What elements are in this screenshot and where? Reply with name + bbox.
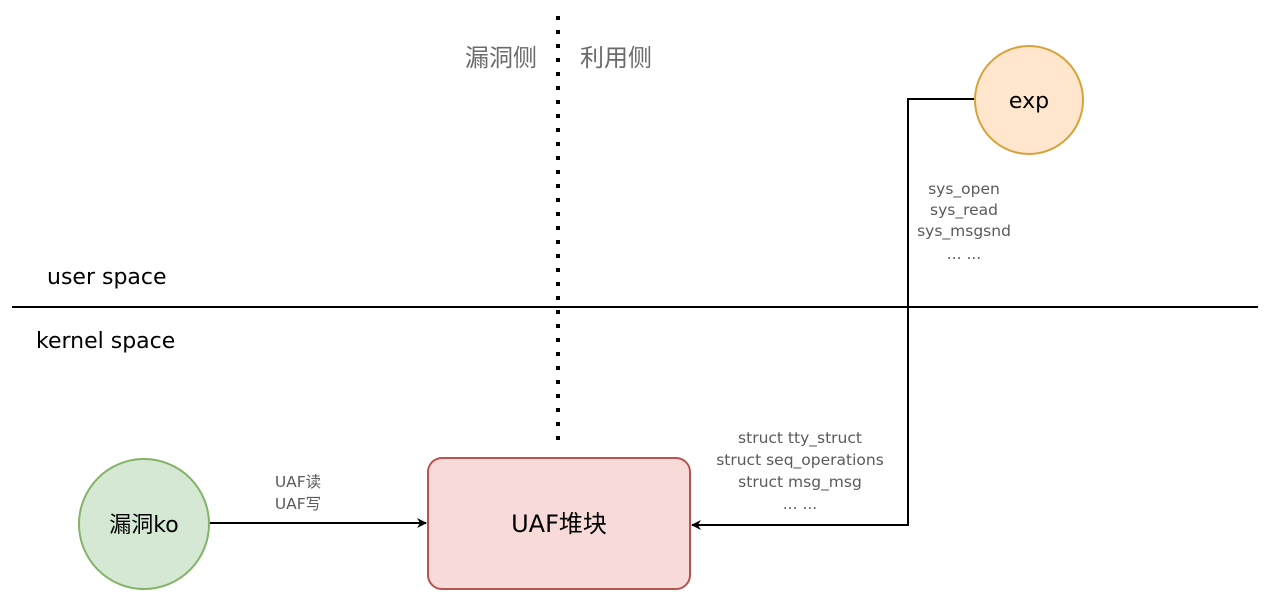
syscall-item: sys_msgsnd (917, 222, 1011, 241)
uaf-chunk-box (427, 457, 691, 590)
uaf-op-item: UAF读 (275, 473, 321, 491)
uaf-op-item: UAF写 (275, 495, 321, 513)
syscall-item: sys_open (928, 180, 1000, 199)
vuln-side-label: 漏洞侧 (465, 44, 537, 72)
struct-item: struct msg_msg (738, 473, 862, 492)
exp-to-chunk-connector (691, 98, 974, 530)
syscall-item: sys_read (930, 201, 998, 220)
user-space-label: user space (47, 265, 167, 290)
struct-item: ... ... (783, 495, 818, 513)
exploit-side-label: 利用侧 (580, 44, 652, 72)
syscall-item: ... ... (947, 245, 982, 263)
struct-item: struct tty_struct (738, 429, 862, 448)
exp-node-label: exp (1009, 89, 1049, 114)
vuln-ko-node-label: 漏洞ko (109, 513, 178, 538)
struct-item: struct seq_operations (716, 451, 884, 470)
vuln-ko-node (78, 458, 210, 590)
exp-node (974, 45, 1084, 155)
kernel-space-label: kernel space (36, 329, 175, 354)
uaf-chunk-label: UAF堆块 (511, 510, 607, 538)
